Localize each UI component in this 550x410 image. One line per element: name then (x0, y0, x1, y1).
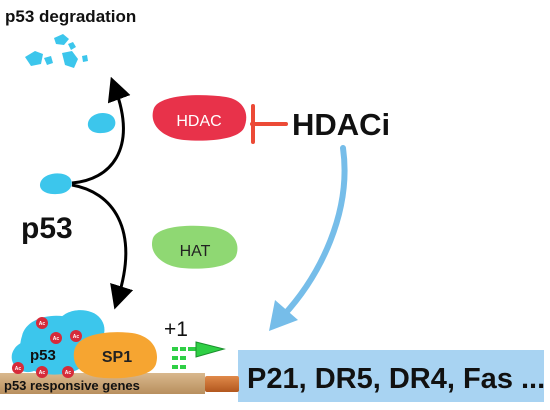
hdac-enzyme (152, 95, 247, 141)
dna-bar-end (205, 376, 239, 392)
target-genes-label: P21, DR5, DR4, Fas ... (247, 363, 545, 395)
transcription-start-arrow-icon (172, 341, 226, 369)
acetyl-mark-icon (12, 317, 82, 378)
degradation-title: p53 degradation (5, 7, 136, 26)
p53-complex (11, 310, 105, 375)
responsive-genes-label: p53 responsive genes (4, 378, 140, 393)
acetyl-mark-label: Ac (39, 370, 46, 376)
acetyl-mark-label: Ac (15, 366, 22, 372)
hat-enzyme (151, 225, 238, 269)
acetyl-mark-label: Ac (65, 370, 72, 376)
p53-protein-icon (39, 173, 72, 195)
acetyl-mark-label: Ac (39, 321, 46, 327)
hdaci-label: HDACi (292, 107, 390, 142)
sp1-factor (73, 332, 157, 379)
complex-p53-label: p53 (30, 347, 56, 364)
target-genes-box (238, 350, 544, 402)
hdaci-arrow-head (269, 300, 298, 331)
acetylation-arrow (71, 183, 134, 310)
p53-label: p53 (21, 212, 73, 245)
hdaci-activation-arrow (280, 145, 348, 319)
hdaci-inhibition-bar (250, 104, 288, 144)
sp1-label: SP1 (102, 349, 132, 366)
dna-bar (0, 373, 205, 394)
acetyl-mark-label: Ac (53, 336, 60, 342)
p53-fragment-icon (25, 34, 88, 68)
plus-one-label: +1 (164, 318, 188, 341)
acetyl-mark-label: Ac (73, 334, 80, 340)
hat-label: HAT (180, 243, 211, 260)
hdac-label: HDAC (176, 113, 221, 130)
p53-protein-icon (87, 112, 116, 134)
degradation-arrow (71, 76, 131, 185)
